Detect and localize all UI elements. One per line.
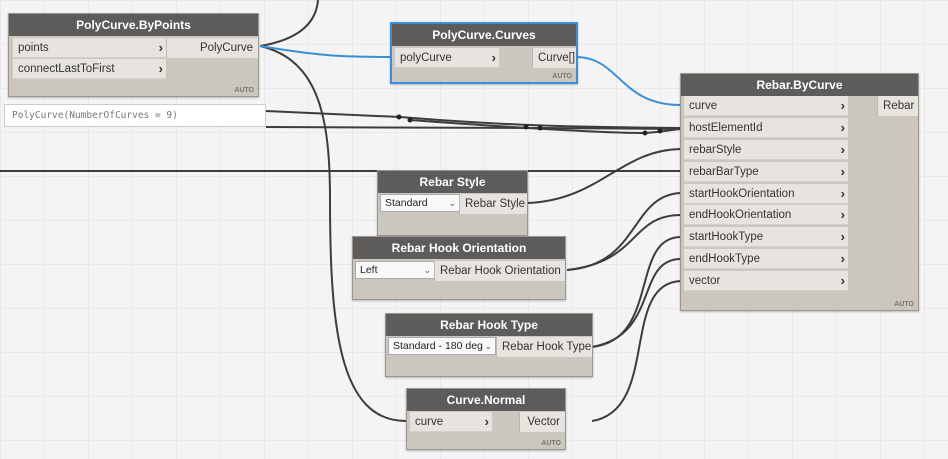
node-title: Rebar Hook Type <box>386 314 592 336</box>
rebar-hook-type-dropdown[interactable]: Standard - 180 deg ⌄ <box>388 337 496 355</box>
lacing-label: AUTO <box>541 440 561 447</box>
output-port-vector[interactable]: Vector <box>519 412 565 432</box>
chevron-right-icon: › <box>840 142 845 157</box>
chevron-right-icon: › <box>840 98 845 113</box>
wire-curves-to-rebar <box>576 56 682 106</box>
chevron-right-icon: › <box>840 120 845 135</box>
node-title: Rebar Style <box>378 171 527 193</box>
output-port-rebar[interactable]: Rebar <box>877 96 918 116</box>
input-port-points[interactable]: points › <box>13 38 166 58</box>
lacing-label: AUTO <box>894 301 914 308</box>
chevron-right-icon: › <box>840 207 845 222</box>
node-title: Rebar.ByCurve <box>681 74 918 96</box>
chevron-right-icon: › <box>158 40 163 55</box>
node-title: Curve.Normal <box>407 389 565 411</box>
node-polycurve-bypoints[interactable]: PolyCurve.ByPoints points › connectLastT… <box>8 13 259 97</box>
chevron-down-icon: ⌄ <box>484 341 492 351</box>
chevron-right-icon: › <box>840 273 845 288</box>
lacing-label: AUTO <box>234 87 254 94</box>
input-port-endhooktype[interactable]: endHookType› <box>684 249 848 269</box>
input-port-rebarbartype[interactable]: rebarBarType› <box>684 162 848 182</box>
output-port-polycurve[interactable]: PolyCurve <box>166 38 258 58</box>
output-port-rebar-hook-type[interactable]: Rebar Hook Type <box>496 337 592 357</box>
input-port-polycurve[interactable]: polyCurve › <box>395 48 499 68</box>
wire-endhookorientation <box>566 214 682 271</box>
output-port-rebar-style[interactable]: Rebar Style <box>459 194 527 214</box>
wire-offscreen-top <box>259 0 319 47</box>
node-title: PolyCurve.Curves <box>392 24 576 46</box>
input-port-starthookorientation[interactable]: startHookOrientation› <box>684 184 848 204</box>
output-port-rebar-hook-orientation[interactable]: Rebar Hook Orientation <box>434 261 565 281</box>
rebar-hook-orientation-dropdown[interactable]: Left ⌄ <box>355 261 435 279</box>
wire-polycurve-to-polycurves <box>259 45 394 58</box>
chevron-right-icon: › <box>840 251 845 266</box>
chevron-right-icon: › <box>158 61 163 76</box>
wire-endhooktype <box>591 258 682 348</box>
input-port-vector[interactable]: vector› <box>684 271 848 291</box>
wire-vector <box>591 280 682 422</box>
input-port-starthooktype[interactable]: startHookType› <box>684 227 848 247</box>
input-port-rebarstyle[interactable]: rebarStyle› <box>684 140 848 160</box>
chevron-down-icon: ⌄ <box>448 198 456 208</box>
input-port-curve[interactable]: curve› <box>684 96 848 116</box>
wire-hostelementid-3 <box>409 119 682 135</box>
node-rebar-hook-type[interactable]: Rebar Hook Type Standard - 180 deg ⌄ Reb… <box>385 313 593 377</box>
wire-rebarstyle <box>527 148 682 204</box>
node-curve-normal[interactable]: Curve.Normal curve › Vector AUTO <box>406 388 566 450</box>
lacing-label: AUTO <box>552 73 572 80</box>
input-port-endhookorientation[interactable]: endHookOrientation› <box>684 205 848 225</box>
input-port-hostelementid[interactable]: hostElementId› <box>684 118 848 138</box>
chevron-right-icon: › <box>484 414 489 429</box>
node-polycurve-curves[interactable]: PolyCurve.Curves polyCurve › Curve[] AUT… <box>390 22 578 84</box>
chevron-right-icon: › <box>840 164 845 179</box>
output-port-curves[interactable]: Curve[] <box>532 48 576 68</box>
wire-polycurve-to-curvenormal <box>259 45 407 422</box>
node-title: Rebar Hook Orientation <box>353 237 565 259</box>
node-rebar-hook-orientation[interactable]: Rebar Hook Orientation Left ⌄ Rebar Hook… <box>352 236 566 300</box>
input-port-curve[interactable]: curve › <box>410 412 492 432</box>
chevron-right-icon: › <box>840 229 845 244</box>
node-rebar-bycurve[interactable]: Rebar.ByCurve curve› hostElementId› reba… <box>680 73 919 311</box>
chevron-right-icon: › <box>840 186 845 201</box>
input-port-connectlasttofirst[interactable]: connectLastToFirst › <box>13 59 166 79</box>
wire-starthooktype <box>591 236 682 348</box>
wire-starthookorientation <box>566 192 682 271</box>
chevron-right-icon: › <box>491 50 496 65</box>
chevron-down-icon: ⌄ <box>423 265 431 275</box>
rebar-style-dropdown[interactable]: Standard ⌄ <box>380 194 460 212</box>
node-title: PolyCurve.ByPoints <box>9 14 258 36</box>
node-rebar-style[interactable]: Rebar Style Standard ⌄ Rebar Style <box>377 170 528 236</box>
preview-bubble: PolyCurve(NumberOfCurves = 9) <box>4 104 266 127</box>
